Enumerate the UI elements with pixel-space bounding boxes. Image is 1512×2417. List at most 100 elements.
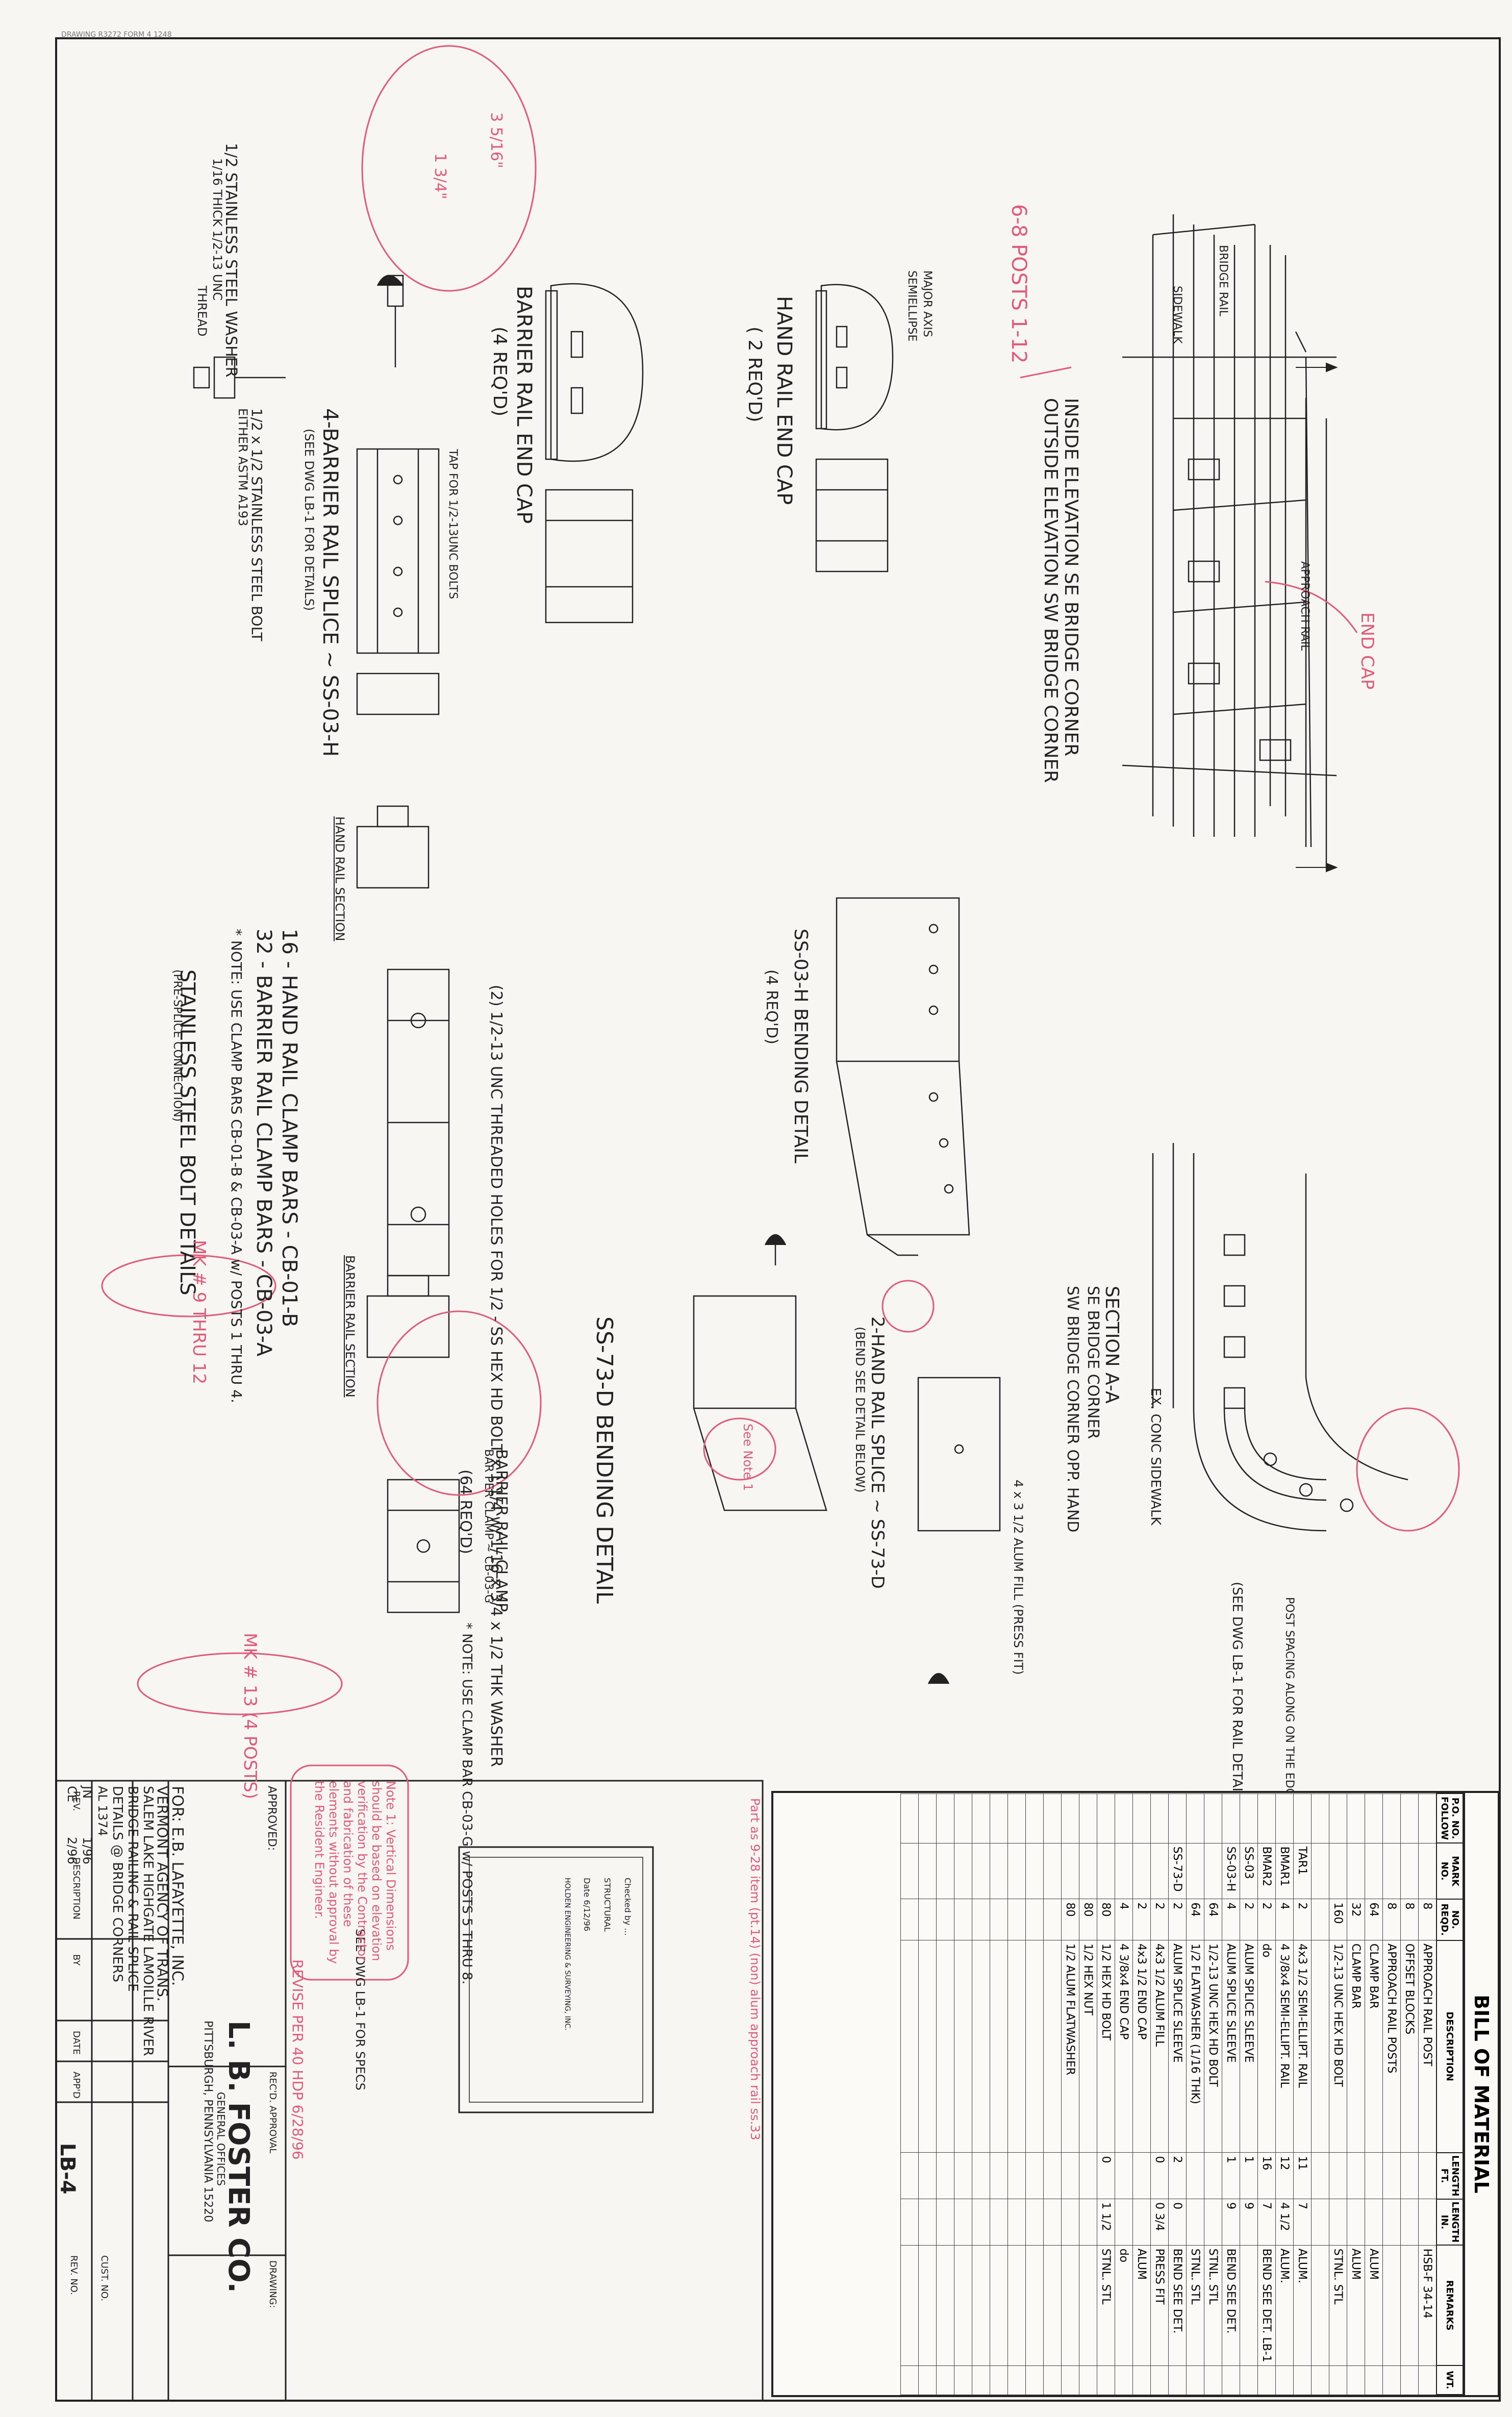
bom-cell bbox=[1132, 2365, 1151, 2395]
mk-9-12-annotation: MK # 9 THRU 12 bbox=[189, 1240, 209, 1385]
bom-cell bbox=[1115, 1793, 1133, 1843]
bom-cell: 1 bbox=[1222, 2152, 1240, 2199]
recd-approval-label: REC'D. APPROVAL bbox=[267, 2072, 278, 2154]
bom-cell bbox=[1311, 1843, 1329, 1899]
bom-cell bbox=[1418, 2152, 1437, 2199]
bom-cell: 8 bbox=[1382, 1899, 1401, 1940]
bom-row bbox=[954, 1793, 972, 2395]
bom-cell bbox=[1329, 2365, 1347, 2395]
stamp-line-4: HOLDEN ENGINEERING & SURVEYING, INC. bbox=[563, 1878, 571, 2031]
bom-title: BILL OF MATERIAL bbox=[1464, 1793, 1498, 2395]
revised-annotation: REVISE PER 40 HDP 6/28/96 bbox=[289, 1959, 306, 2160]
bom-cell bbox=[936, 1940, 954, 2153]
barrier-rail-splice-drawing bbox=[356, 448, 440, 715]
ss03h-bending-title: SS-03-H BENDING DETAIL bbox=[790, 929, 811, 1163]
section-aa-title: SECTION A-A bbox=[1101, 1286, 1122, 1404]
made-date: 1/96 bbox=[80, 1837, 94, 1864]
bom-cell bbox=[1043, 2365, 1062, 2395]
bom-cell bbox=[1150, 1793, 1169, 1843]
bom-cell bbox=[990, 2245, 1008, 2366]
bom-row bbox=[900, 1793, 919, 2395]
bom-cell: CLAMP BAR bbox=[1347, 1940, 1365, 2153]
clamp-note: * NOTE: USE CLAMP BARS CB-01-B & CB-03-A… bbox=[228, 929, 245, 1403]
bolt-note-3: THREAD bbox=[195, 286, 209, 337]
bom-cell bbox=[936, 2152, 954, 2199]
bom-cell: 7 bbox=[1257, 2199, 1276, 2246]
bom-cell bbox=[936, 1793, 954, 1843]
title-for-line-1: FOR: E.B. LAFAYETTE, INC. bbox=[168, 1786, 186, 1986]
bom-cell bbox=[1061, 2152, 1079, 2199]
ss03h-bending-drawing bbox=[764, 897, 970, 1265]
bom-cell bbox=[1293, 2365, 1312, 2395]
bom-cell bbox=[1329, 1793, 1347, 1843]
bom-cell: 16 bbox=[1257, 2152, 1276, 2199]
bom-cell: SS-73-D bbox=[1168, 1843, 1187, 1899]
bom-header-cell: LENGTH IN. bbox=[1437, 2199, 1463, 2246]
bom-cell bbox=[1365, 2152, 1383, 2199]
bom-cell bbox=[1347, 1843, 1365, 1899]
bom-cell bbox=[1115, 1843, 1133, 1899]
rev-header-by: BY bbox=[71, 1954, 82, 1966]
bom-cell bbox=[918, 1899, 937, 1940]
section-aa-line-2: SW BRIDGE CORNER OPP. HAND bbox=[1064, 1286, 1081, 1533]
bom-cell: SS-03 bbox=[1240, 1843, 1258, 1899]
bom-cell bbox=[1365, 2199, 1383, 2246]
bom-cell bbox=[1311, 2152, 1329, 2199]
bom-cell bbox=[1079, 1793, 1097, 1843]
bom-row bbox=[1043, 1793, 1062, 2395]
bom-cell: 1/2-13 UNC HEX HD BOLT bbox=[1204, 1940, 1222, 2153]
bom-cell bbox=[1347, 2365, 1365, 2395]
bom-cell bbox=[1132, 1843, 1151, 1899]
bom-cell bbox=[1115, 2365, 1133, 2395]
bom-cell: ALUM. bbox=[1293, 2245, 1312, 2366]
bom-cell bbox=[1007, 2245, 1026, 2366]
bom-cell bbox=[1186, 2199, 1204, 2246]
bom-header-cell: NO. REQD. bbox=[1437, 1899, 1463, 1940]
title-for-line-5: DETAILS @ BRIDGE CORNERS bbox=[110, 1786, 125, 1982]
bom-cell bbox=[1382, 1843, 1401, 1899]
bom-cell: 64 bbox=[1186, 1899, 1204, 1940]
bolt-note-4: 1/2 x 1/2 STAINLESS STEEL BOLT bbox=[248, 408, 265, 641]
dimension-annotation-1: 3 5/16" bbox=[487, 112, 505, 168]
bom-cell: 1/2-13 UNC HEX HD BOLT bbox=[1329, 1940, 1347, 2153]
bom-cell bbox=[936, 1843, 954, 1899]
see-note-annotation: See Note 1 bbox=[741, 1424, 755, 1491]
bom-cell bbox=[1204, 1793, 1222, 1843]
rev-header-appd: APP'D bbox=[71, 2072, 82, 2099]
note-1-annotation: Note 1: Vertical Dimensions should be ba… bbox=[312, 1781, 398, 1964]
bom-cell bbox=[1007, 1793, 1026, 1843]
approved-label: APPROVED: bbox=[265, 1786, 278, 1851]
bom-cell: ALUM. bbox=[1275, 2245, 1294, 2366]
bom-cell bbox=[1007, 2199, 1026, 2246]
barrier-rail-end-cap-qty: (4 REQ'D) bbox=[489, 327, 510, 417]
bom-cell bbox=[900, 2245, 919, 2366]
bom-cell bbox=[1347, 2199, 1365, 2246]
bom-cell bbox=[1097, 1793, 1115, 1843]
bom-cell bbox=[1400, 2365, 1419, 2395]
bolt-note-2: 1/16 THICK 1/2-13 UNC bbox=[210, 158, 224, 301]
bom-cell bbox=[954, 2365, 972, 2395]
bom-cell: 0 3/4 bbox=[1150, 2199, 1169, 2246]
bom-cell bbox=[990, 1940, 1008, 2153]
bom-cell bbox=[1204, 2365, 1222, 2395]
bom-cell: CLAMP BAR bbox=[1365, 1940, 1383, 2153]
bom-cell bbox=[1061, 2199, 1079, 2246]
bom-cell bbox=[1240, 1793, 1258, 1843]
bom-cell: 0 bbox=[1097, 2152, 1115, 2199]
rev-header-description: DESCRIPTION bbox=[71, 1857, 82, 1920]
bom-cell bbox=[900, 2199, 919, 2246]
bom-cell bbox=[1186, 2152, 1204, 2199]
drawing-label: DRAWING: bbox=[267, 2260, 278, 2308]
bom-cell: 2 bbox=[1150, 1899, 1169, 1940]
see-dwg-rail-details: (SEE DWG LB-1 FOR RAIL DETAILS) bbox=[1229, 1582, 1245, 1813]
engineer-stamp-frame bbox=[458, 1846, 654, 2113]
bom-cell bbox=[1382, 2199, 1401, 2246]
title-for-line-4: BRIDGE RAILING & RAIL SPLICE bbox=[125, 1786, 140, 1992]
rail-sections-drawing bbox=[356, 805, 460, 1613]
stamp-line-2: STRUCTURAL bbox=[602, 1878, 612, 1932]
